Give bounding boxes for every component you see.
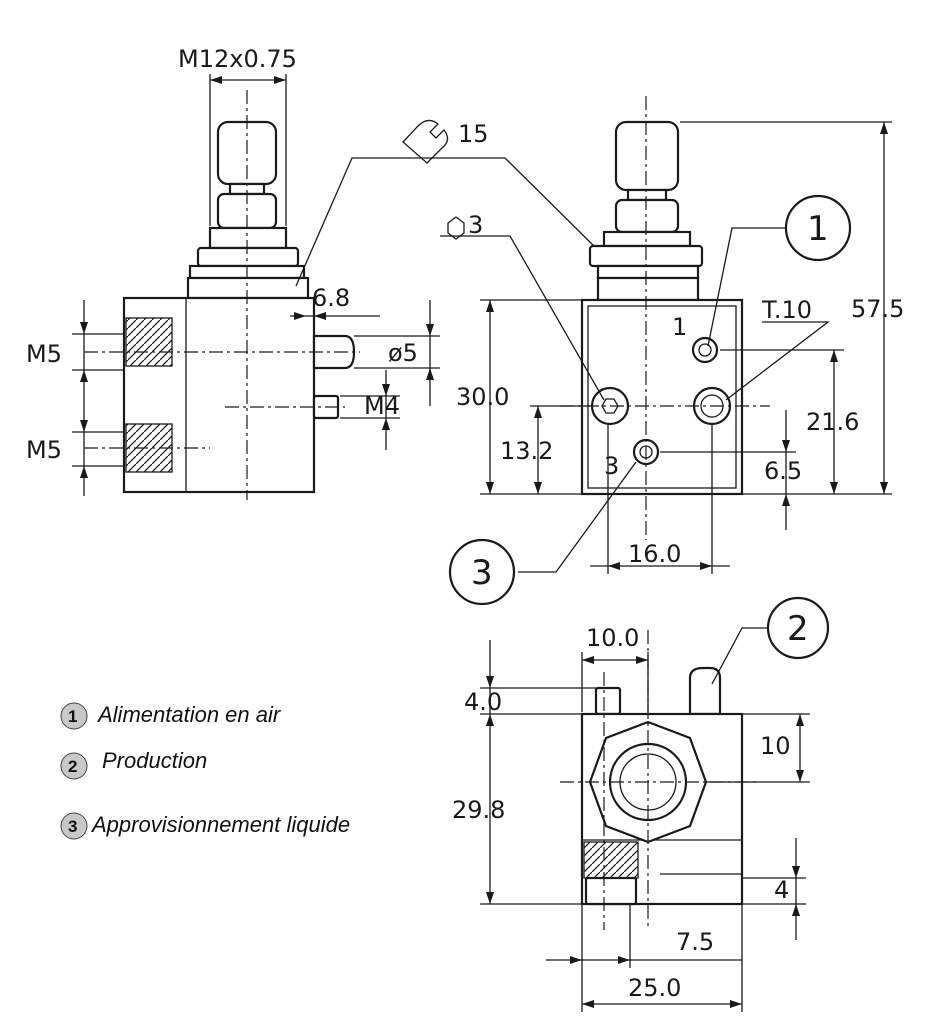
dim-16-0: 16.0 (628, 540, 681, 568)
dim-t10: T.10 (761, 296, 812, 324)
legend-label-2: Production (102, 748, 207, 773)
label-port-1: 1 (672, 313, 687, 341)
dim-25-0: 25.0 (628, 974, 681, 1002)
legend-badge-2 (60, 752, 88, 780)
side-nut (196, 246, 300, 268)
front-knob-neck (626, 188, 668, 202)
legend-label-3: Approvisionnement liquide (90, 812, 350, 837)
m5-lower-thread (125, 423, 173, 473)
legend-item-3: 3 Approvisionnement liquide (60, 812, 350, 840)
dim-4-0: 4.0 (464, 688, 502, 716)
callout-2-circle (766, 596, 830, 660)
front-knob (614, 120, 680, 192)
legend-badge-2-number: 2 (68, 757, 77, 776)
wrench-icon (402, 119, 449, 164)
front-hex-base (596, 276, 700, 302)
dim-7-5: 7.5 (676, 928, 714, 956)
callout-1-circle (784, 194, 852, 262)
dimension-labels: M12x0.75 15 3 M5 M5 6.8 ø5 M4 30.0 13.2 … (26, 45, 904, 1002)
front-collar (602, 230, 692, 248)
dim-phi5: ø5 (388, 339, 418, 367)
dim-30-0: 30.0 (456, 383, 509, 411)
legend-badge-3 (60, 812, 88, 840)
label-port-3: 3 (604, 452, 619, 480)
legend-item-1: 1 Alimentation en air (60, 702, 282, 730)
m5-upper-thread (125, 317, 173, 367)
legend-item-2: 2 Production (60, 748, 207, 780)
dim-hex-3: 3 (468, 211, 483, 239)
hex-key-icon (447, 216, 465, 240)
dim-m4: M4 (364, 392, 400, 420)
callout-2: 2 (787, 609, 809, 649)
dim-6-8: 6.8 (312, 284, 350, 312)
port-1-hole (691, 336, 719, 364)
bottom-pin (594, 686, 622, 716)
legend-label-1: Alimentation en air (96, 702, 282, 727)
dim-4: 4 (774, 876, 789, 904)
dim-6-5: 6.5 (764, 457, 802, 485)
dim-m5-upper: M5 (26, 340, 62, 368)
legend-badge-3-number: 3 (68, 817, 77, 836)
bottom-view (480, 596, 830, 1012)
front-knurl-lower (614, 198, 680, 234)
callout-1: 1 (807, 209, 829, 249)
legend-badge-1-number: 1 (68, 707, 77, 726)
dim-10: 10 (760, 732, 791, 760)
bottom-outlet-spigot (688, 666, 722, 716)
dim-10-0: 10.0 (586, 624, 639, 652)
callout-3: 3 (471, 553, 493, 593)
side-hex-base (186, 276, 310, 300)
dim-13-2: 13.2 (500, 437, 553, 465)
legend: 1 Alimentation en air 2 Production 3 App… (60, 702, 350, 840)
dim-wrench-15: 15 (458, 120, 489, 148)
dim-57-5: 57.5 (851, 295, 904, 323)
dim-m5-lower: M5 (26, 436, 62, 464)
bottom-inlet-thread (583, 841, 639, 879)
dim-29-8: 29.8 (452, 796, 505, 824)
side-view (72, 74, 601, 500)
dim-21-6: 21.6 (806, 408, 859, 436)
front-view (440, 96, 892, 606)
side-collar (208, 226, 288, 250)
legend-badge-1 (60, 702, 88, 730)
dim-thread-m12: M12x0.75 (178, 45, 297, 73)
front-washer (596, 264, 700, 280)
callout-3-circle (448, 538, 516, 606)
